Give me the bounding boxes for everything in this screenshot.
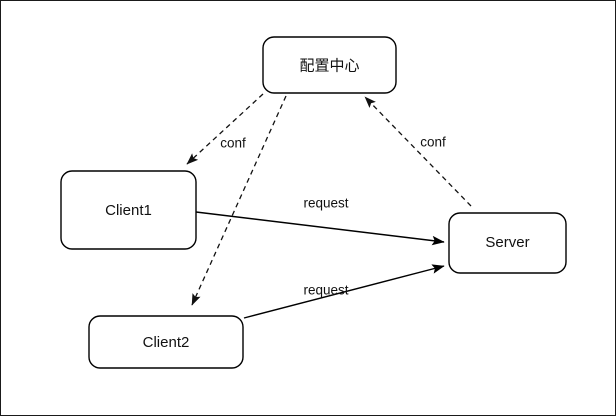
edge-label-conf-right: conf: [420, 135, 446, 150]
node-config-center[interactable]: 配置中心: [262, 36, 397, 94]
node-client2-label: Client2: [143, 334, 190, 351]
node-server-shape[interactable]: [448, 212, 567, 274]
edge-client2-to-server: request: [243, 264, 445, 319]
edge-label-conf-left: conf: [220, 136, 246, 151]
node-client1[interactable]: Client1: [60, 170, 197, 250]
edge-server-to-config-line: [364, 96, 472, 207]
edge-label-request-upper: request: [303, 196, 348, 211]
edge-client1-to-server: request: [195, 196, 445, 246]
node-server[interactable]: Server: [448, 212, 567, 274]
node-client2[interactable]: Client2: [88, 315, 244, 369]
node-config-center-label: 配置中心: [299, 57, 359, 75]
node-client1-label: Client1: [105, 202, 152, 219]
node-client2-shape[interactable]: [88, 315, 244, 369]
edge-server-to-config: conf: [364, 96, 472, 207]
edge-config-to-client1-line: [186, 93, 264, 165]
edge-client1-to-server-line: [195, 211, 445, 246]
edge-config-to-client2: [191, 95, 287, 306]
node-server-label: Server: [485, 234, 529, 251]
edge-client2-to-server-line: [243, 264, 445, 319]
edge-config-to-client1: conf: [186, 93, 264, 165]
node-config-center-shape[interactable]: [262, 36, 397, 94]
node-client1-shape[interactable]: [60, 170, 197, 250]
edge-config-to-client2-line: [191, 95, 287, 306]
edge-label-request-lower: request: [303, 283, 348, 298]
